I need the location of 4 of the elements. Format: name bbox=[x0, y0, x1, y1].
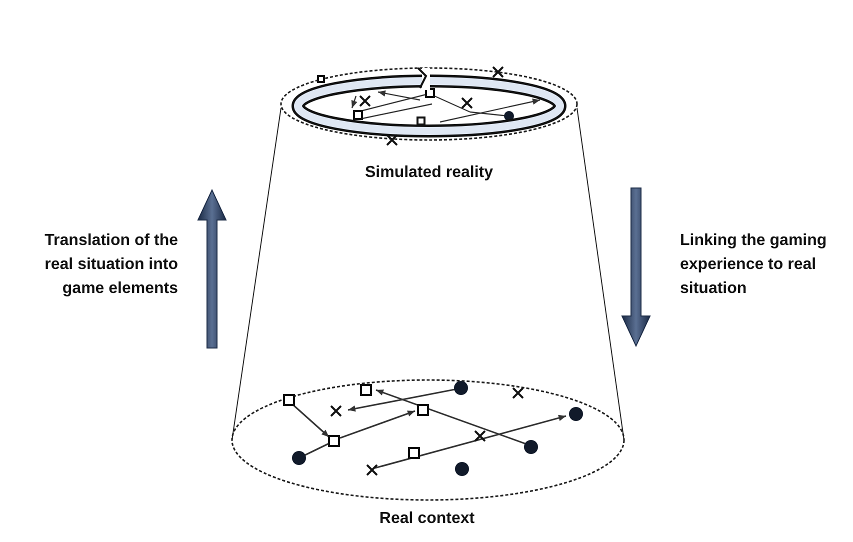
plane-title: Simulated reality bbox=[364, 164, 494, 182]
side-note: Translation of the real situation into game elements bbox=[44, 231, 178, 299]
side-note: Linking the gaming experience to real situation bbox=[680, 231, 828, 299]
plane-title: Real context bbox=[379, 510, 475, 528]
